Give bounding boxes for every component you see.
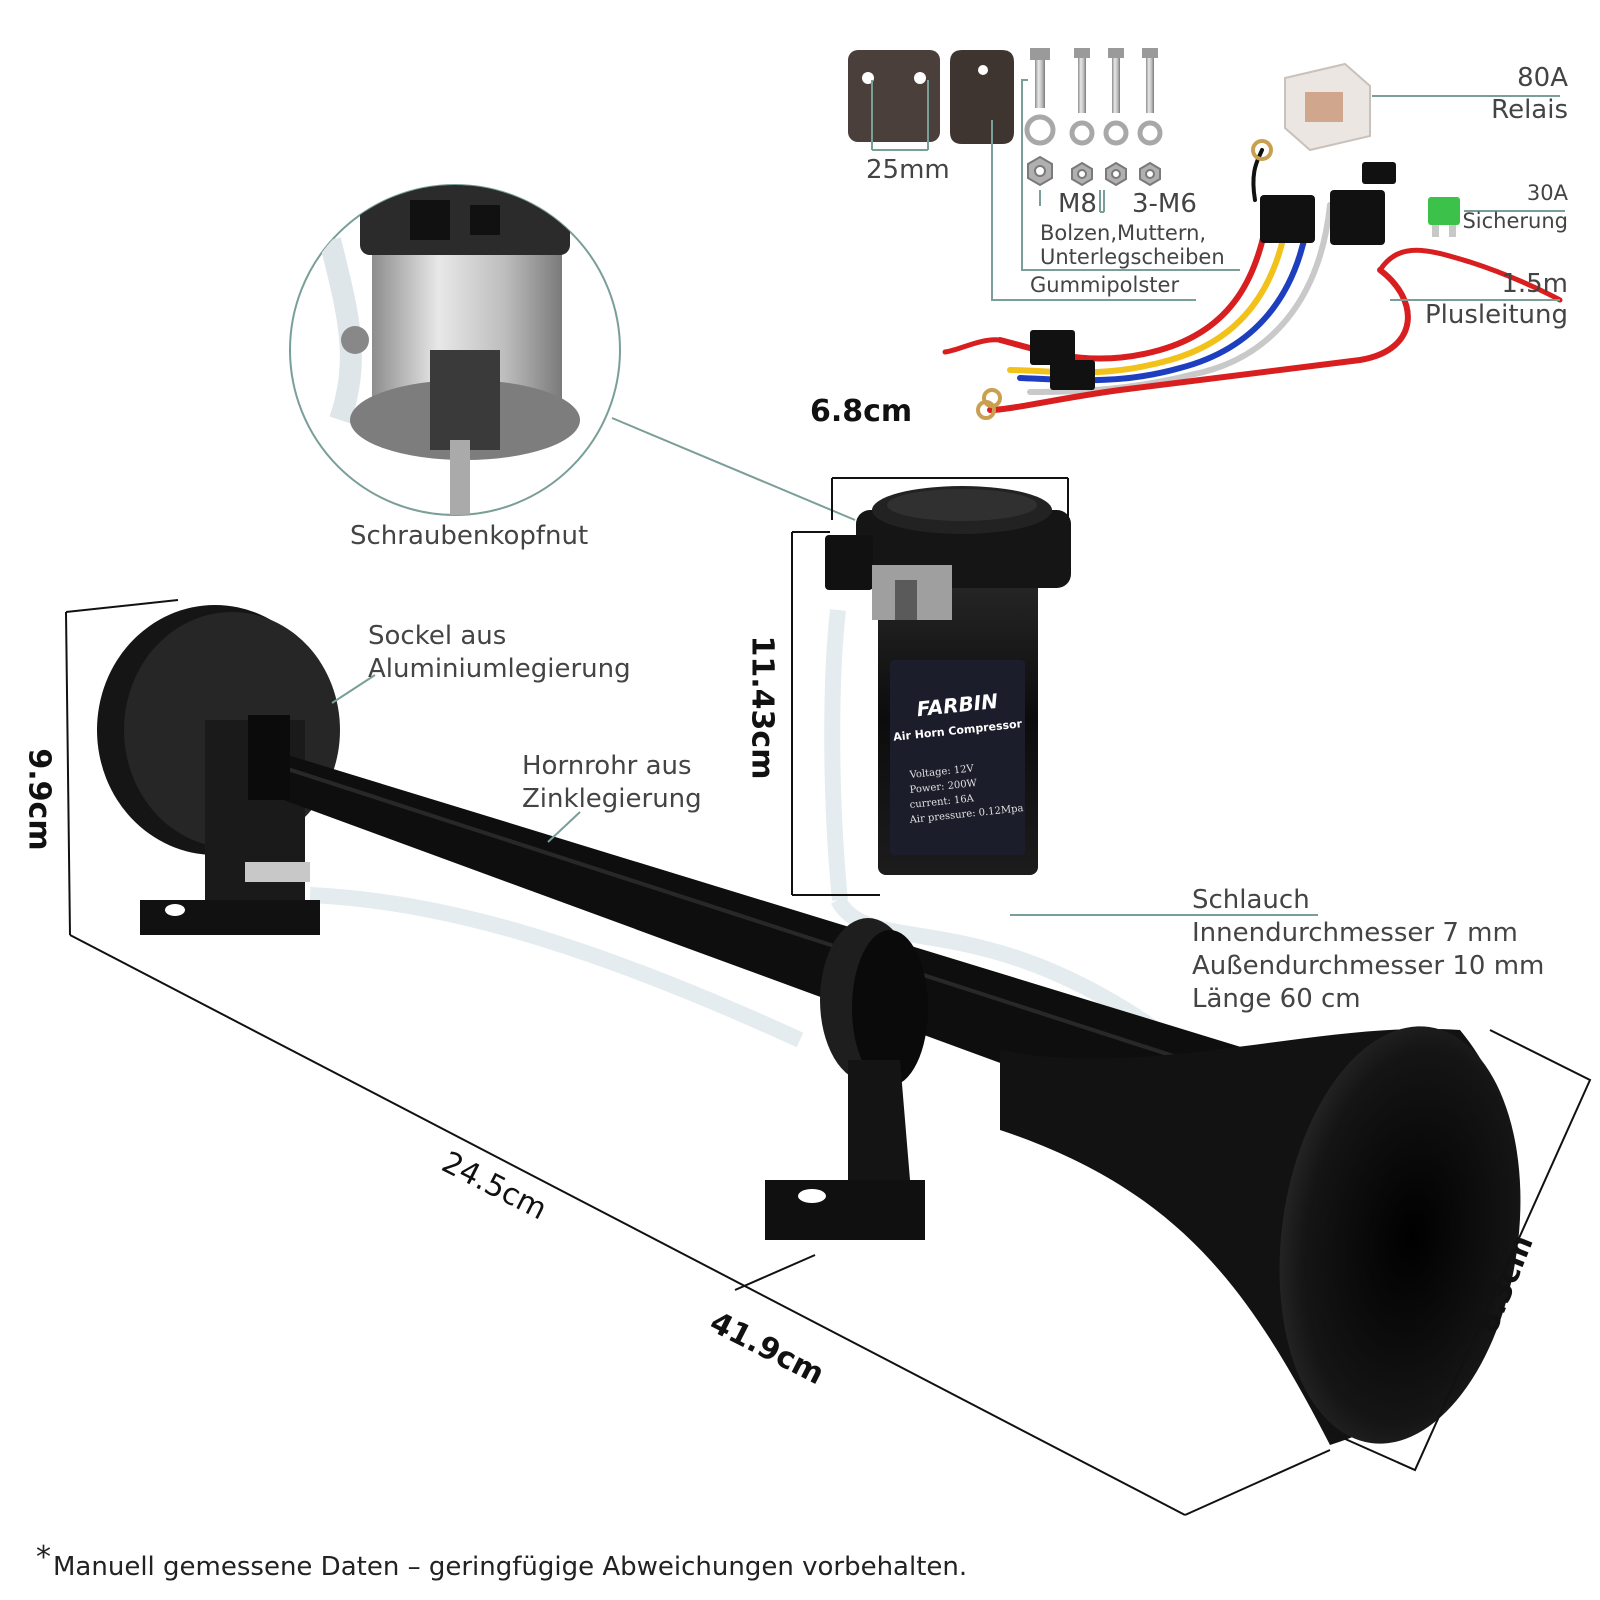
relay-label: Relais xyxy=(1491,95,1568,125)
compressor-height-line xyxy=(791,531,880,896)
cable-label: Plusleitung xyxy=(1424,300,1568,330)
tube-label-line1: Hornrohr aus xyxy=(522,751,692,781)
relay-amp-label: 80A xyxy=(1517,63,1568,93)
hose-inner-diameter: Innendurchmesser 7 mm xyxy=(1192,918,1518,948)
hose-length: Länge 60 cm xyxy=(1192,984,1361,1014)
bolt-m6-label: 3-M6 xyxy=(1132,189,1197,219)
pad-size-label: 25mm xyxy=(866,155,950,185)
hose-label: Schlauch xyxy=(1192,885,1310,915)
footnote-text: Manuell gemessene Daten – geringfügige A… xyxy=(53,1552,968,1582)
length-line xyxy=(69,934,1331,1516)
washers xyxy=(1024,114,1163,146)
harness-connectors xyxy=(976,139,1396,420)
nut-leader xyxy=(611,417,856,521)
fuse-amp-label: 30A xyxy=(1526,181,1568,205)
hardware-leaders xyxy=(991,79,1240,301)
tube-label-line2: Zinklegierung xyxy=(522,784,702,814)
nut-label: Schraubenkopfnut xyxy=(350,521,589,551)
bolt-m8-label: M8 xyxy=(1058,189,1097,219)
compressor-image xyxy=(824,486,1175,1047)
hose-outer-diameter: Außendurchmesser 10 mm xyxy=(1192,951,1545,981)
hardware-label-line1: Bolzen,Muttern, xyxy=(1040,221,1207,245)
bell-diameter-line xyxy=(1324,1029,1592,1472)
horn-image xyxy=(97,605,1521,1445)
compressor-height-label: 11.43cm xyxy=(744,635,780,780)
fuse-label: Sicherung xyxy=(1462,209,1568,233)
cable-length-label: 1.5m xyxy=(1501,269,1568,299)
footnote-star: * xyxy=(36,1540,51,1575)
compressor-width-label: 6.8cm xyxy=(810,394,913,429)
nut-detail-circle xyxy=(289,184,621,516)
footnote: *Manuell gemessene Daten – geringfügige … xyxy=(36,1540,967,1582)
pad-size-bracket xyxy=(871,80,929,151)
hardware-label-line2: Unterlegscheiben xyxy=(1040,245,1225,269)
base-height-line xyxy=(65,599,179,936)
base-label-line1: Sockel aus xyxy=(368,621,507,651)
nuts xyxy=(1027,155,1161,187)
fuse-image xyxy=(1428,197,1460,237)
compressor-width-line xyxy=(831,477,1069,520)
relay-image xyxy=(1284,62,1371,152)
horn-label-leaders xyxy=(331,674,581,843)
rubber-pad-label: Gummipolster xyxy=(1030,273,1180,297)
base-label-line2: Aluminiumlegierung xyxy=(368,654,631,684)
bolts xyxy=(1030,48,1158,113)
base-height-label: 9.9cm xyxy=(21,748,57,851)
